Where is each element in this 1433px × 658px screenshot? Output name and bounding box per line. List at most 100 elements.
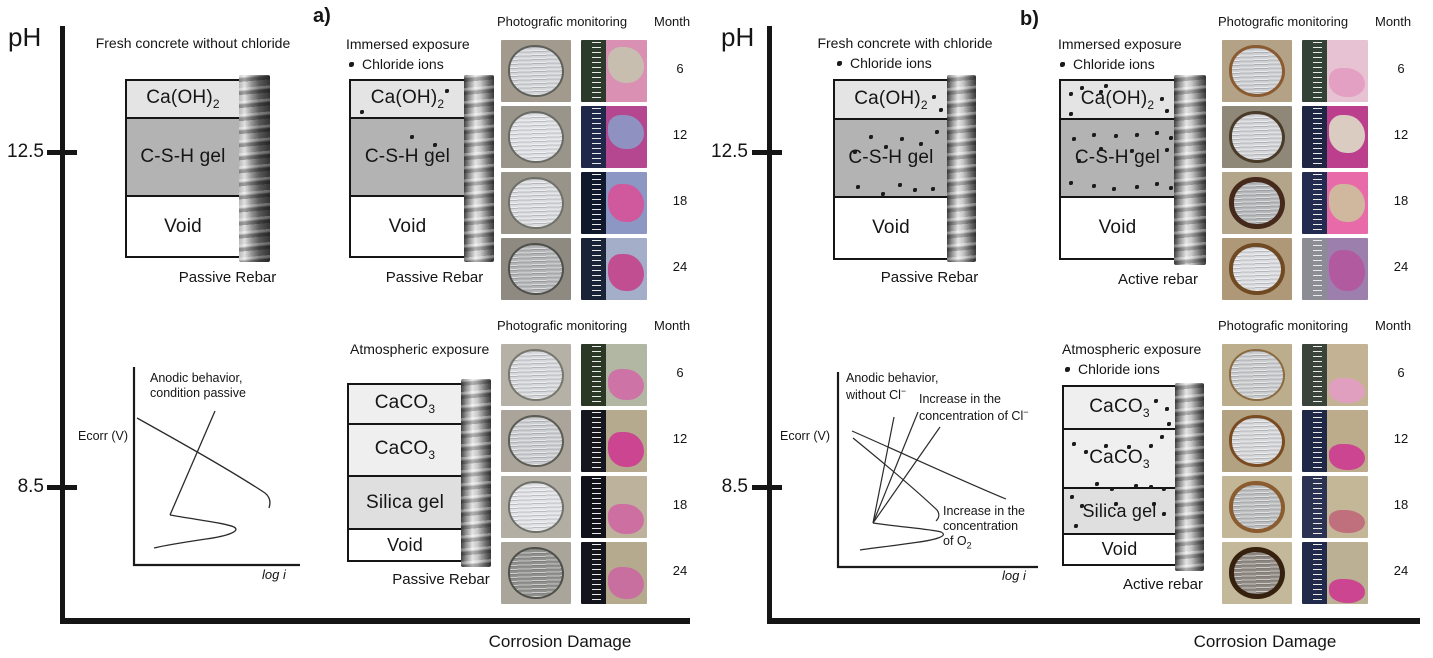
x-axis-label-a: Corrosion Damage [488,632,632,651]
specimen-photo [1222,344,1292,406]
chloride-ion-dot [1070,495,1074,499]
ph-tick-lower-a [47,485,77,490]
concrete-block-a-atmospheric: CaCO3 CaCO3 Silica gel Void [347,383,463,562]
layer-caoh-label: Ca(OH) [146,87,213,109]
month-value: 24 [1393,563,1409,578]
layer-void: Void [127,195,239,256]
ph-indicator-photo [1302,410,1368,472]
photo-row [1222,476,1372,538]
ph-indicator-photo [581,344,647,406]
chloride-ion-dot [1165,407,1169,411]
ph-indicator-photo [581,172,647,234]
ecorr-axis-label: Ecorr (V) [780,429,830,443]
layer-csh: C-S-H gel [351,117,464,195]
chloride-ion-dot [1155,131,1159,135]
layer-caoh: Ca(OH)2 [127,81,239,117]
chloride-ion-dot [939,108,943,112]
x-axis-a [60,618,690,624]
ph-indicator-photo [581,410,647,472]
month-value: 6 [1397,61,1405,76]
specimen-photo [1222,238,1292,300]
rebar-photo [947,75,976,262]
layer-caco3: CaCO3 [1064,428,1175,487]
chloride-ion-dot [1080,504,1084,508]
concrete-block-a-fresh: Ca(OH)2 C-S-H gel Void [125,79,241,258]
photo-row [501,476,651,538]
month-value: 24 [672,563,688,578]
month-value: 18 [1393,497,1409,512]
x-axis-label-b: Corrosion Damage [1193,632,1337,651]
chloride-ion-dot [1160,435,1164,439]
chloride-ion-dot [1074,524,1078,528]
chloride-ion-dot [1099,90,1103,94]
photo-row [501,542,651,604]
specimen-photo [501,238,571,300]
chloride-ion-dot [433,143,437,147]
chloride-ion-dot [1149,444,1153,448]
layer-caco3: CaCO3 [349,385,461,423]
chloride-legend-label: Chloride ions [362,56,444,72]
indicator-patch [608,47,644,84]
specimen-photo [1222,40,1292,102]
photo-row [501,106,651,168]
month-value: 12 [672,127,688,142]
ph-tick-upper-label-a: 12.5 [7,141,44,162]
layer-void: Void [349,528,461,560]
ph-indicator-photo [1302,476,1368,538]
layer-csh: C-S-H gel [835,118,947,196]
polarization-plot-b [836,372,1038,569]
chloride-ion-dot [410,135,414,139]
fresh-title-a: Fresh concrete without chloride [95,35,291,51]
anodic-line-1 [872,416,895,524]
photo-row [1222,238,1372,300]
photo-row [1222,40,1372,102]
photo-header: Photografic monitoring [1218,318,1349,333]
concrete-block-b-atmospheric: CaCO3 CaCO3 Silica gel Void [1062,385,1177,566]
ph-tick-upper-label-b: 12.5 [711,141,748,162]
month-value: 6 [676,61,684,76]
chloride-ion-dot [913,188,917,192]
layer-csh: C-S-H gel [127,117,239,195]
photo-row [1222,344,1372,406]
panel-b-label: b) [1020,8,1039,30]
plot-annotation-o2: Increase in the concentration of O2 [943,504,1025,550]
chloride-ion-dot [869,135,873,139]
layer-caoh: Ca(OH)2 [351,81,464,117]
specimen-photo [501,106,571,168]
rebar-photo [1175,383,1204,571]
fresh-title-b: Fresh concrete with chloride [817,35,993,51]
month-value: 12 [1393,127,1409,142]
polarization-plot-a [132,367,300,567]
concrete-block-a-immersed: Ca(OH)2 C-S-H gel Void [349,79,466,258]
month-header: Month [1375,14,1412,29]
rebar-caption: Passive Rebar [880,269,979,286]
specimen-photo [1222,172,1292,234]
chloride-ion-dot [1130,149,1134,153]
layer-void: Void [835,196,947,258]
month-value: 24 [672,259,688,274]
photo-header: Photografic monitoring [497,14,628,29]
cathodic-curve-2 [852,437,940,522]
chloride-ion-dot [1080,86,1084,90]
photo-row [501,410,651,472]
concrete-block-b-fresh: Ca(OH)2 C-S-H gel Void [833,79,949,260]
ph-indicator-photo [1302,238,1368,300]
chloride-legend: Chloride ions [1060,56,1155,72]
chloride-ion-dot [1114,134,1118,138]
ph-indicator-photo [1302,40,1368,102]
ph-axis-label-a: pH [8,22,42,52]
chloride-ion-icon [837,61,842,66]
photo-header: Photografic monitoring [1218,14,1349,29]
layer-caco3: CaCO3 [1064,387,1175,428]
rebar-caption: Active rebar [1122,576,1204,593]
chloride-ion-dot [1099,147,1103,151]
month-value: 12 [672,431,688,446]
rebar-caption: Passive Rebar [385,269,484,286]
chloride-ion-dot [1084,450,1088,454]
chloride-ion-icon [1065,367,1070,372]
immersed-title-a: Immersed exposure [346,36,470,52]
immersed-title-b: Immersed exposure [1058,36,1182,52]
chloride-ion-dot [1069,181,1073,185]
chloride-ion-dot [1169,136,1173,140]
chloride-ion-dot [1162,487,1166,491]
